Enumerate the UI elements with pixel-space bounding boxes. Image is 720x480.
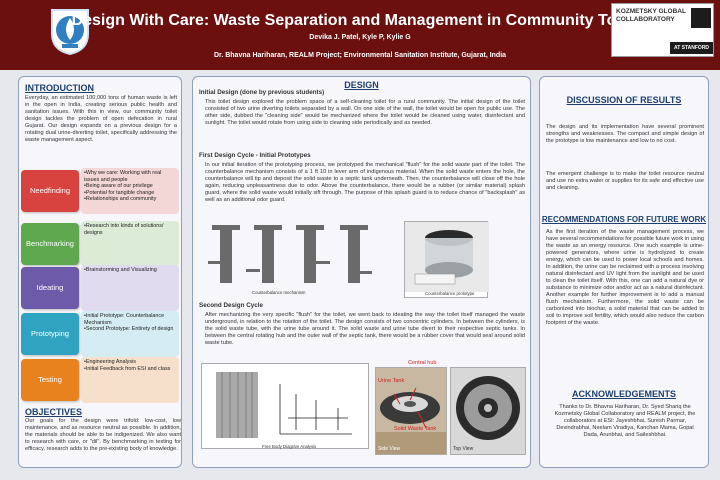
top-view-drawing [451, 368, 525, 454]
list-item: Why we care: Working with real issues an… [84, 170, 177, 183]
acknowledgements-text: Thanks to Dr. Bhavna Hariharan, Dr. Syed… [554, 404, 696, 438]
step-testing-list: Engineering Analysis Initial Feedback fr… [81, 357, 179, 403]
list-item: Being aware of our privilege [84, 183, 177, 190]
counterbalance-mechanism-figure: Counterbalance mechanism [202, 221, 394, 298]
initial-design-text: This toilet design explored the problem … [205, 99, 525, 126]
introduction-text: Everyday, an estimated 100,000 tons of h… [25, 95, 177, 143]
right-column: DISCUSSION OF RESULTS The design and its… [539, 76, 709, 468]
solid-waste-tank-label: Solid Waste Tank [394, 426, 437, 432]
figure-caption: Counterbalance prototype [425, 291, 475, 296]
step-needfinding-list: Why we care: Working with real issues an… [81, 168, 179, 214]
introduction-heading: INTRODUCTION [25, 83, 94, 93]
list-item: Initial Feedback from ESI and class [84, 366, 177, 373]
header-banner: Design With Care: Waste Separation and M… [0, 0, 720, 70]
list-item: Engineering Analysis [84, 359, 177, 366]
kozmetsky-logo-sub: AT STANFORD [670, 42, 713, 54]
counterbalance-prototype-photo: Counterbalance prototype [404, 221, 489, 298]
step-needfinding: Needfinding [21, 170, 79, 212]
institute-logo [51, 9, 89, 56]
objectives-heading: OBJECTIVES [25, 407, 83, 417]
top-view-photo: Top View [450, 367, 526, 455]
acknowledgements-heading: ACKNOWLEDGEMENTS [572, 389, 676, 399]
step-benchmarking-list: Research into kinds of solutions/ design… [81, 221, 179, 267]
list-item: Potential for tangible change [84, 190, 177, 197]
mechanism-drawing [208, 225, 372, 283]
first-cycle-text: In our initial iteration of the prototyp… [205, 162, 525, 203]
kozmetsky-logo-text: KOZMETSKY GLOBAL COLLABORATORY [616, 8, 686, 23]
figure-caption: Counterbalance mechanism [252, 290, 306, 295]
list-item: Relationships and community [84, 196, 177, 203]
figure-caption: Free Body Diagram Analysis [262, 444, 317, 449]
future-work-text: As the first iteration of the waste mana… [546, 229, 704, 326]
prototype-photo-drawing [405, 222, 489, 292]
list-item: Brainstorming and Visualizing [84, 267, 177, 274]
discussion-text-1: The design and its implementation have s… [546, 124, 704, 144]
list-item: Initial Prototype: Counterbalance Mechan… [84, 313, 177, 326]
design-heading: DESIGN [344, 80, 379, 90]
initial-design-heading: Initial Design (done by previous student… [199, 89, 325, 96]
step-prototyping-list: Initial Prototype: Counterbalance Mechan… [81, 311, 179, 357]
discussion-text-2: The emergent challenge is to make the to… [546, 171, 704, 191]
list-item: Second Prototype: Entirety of design [84, 326, 177, 333]
free-body-diagram-figure: Free Body Diagram Analysis [201, 363, 369, 449]
fbd-drawing [216, 372, 352, 438]
step-testing: Testing [21, 359, 79, 401]
poster-affiliation: Dr. Bhavna Hariharan, REALM Project; Env… [213, 52, 507, 59]
side-view-drawing [376, 368, 446, 454]
left-column: INTRODUCTION Everyday, an estimated 100,… [18, 76, 182, 468]
poster-authors: Devika J. Patel, Kyle P, Kylie G [309, 34, 411, 41]
discussion-heading: DISCUSSION OF RESULTS [566, 95, 682, 105]
kozmetsky-logo: KOZMETSKY GLOBAL COLLABORATORY AT STANFO… [611, 3, 714, 57]
step-benchmarking: Benchmarking [21, 223, 79, 265]
second-cycle-heading: Second Design Cycle [199, 302, 264, 309]
objectives-text: Our goals for the design were trifold: l… [25, 418, 181, 452]
figure-caption: Side View [378, 446, 401, 452]
second-cycle-text: After mechanizing the very specific "flu… [205, 312, 525, 346]
step-ideating-list: Brainstorming and Visualizing [81, 265, 179, 311]
central-hub-label: Central hub [408, 360, 437, 366]
middle-column: DESIGN Initial Design (done by previous … [192, 76, 531, 468]
first-cycle-heading: First Design Cycle - Initial Prototypes [199, 152, 311, 159]
step-ideating: Ideating [21, 267, 79, 309]
future-work-heading: RECOMMENDATIONS FOR FUTURE WORK [541, 215, 707, 224]
poster-title: Design With Care: Waste Separation and M… [71, 12, 649, 29]
step-prototyping: Prototyping [21, 313, 79, 355]
list-item: Research into kinds of solutions/ design… [84, 223, 177, 236]
urine-tank-label: Urine Tank [378, 378, 405, 384]
figure-caption: Top View [453, 446, 474, 452]
logo-square-icon [691, 8, 711, 28]
side-view-photo: Central hub Urine Tank Solid Waste Tank … [375, 360, 447, 455]
